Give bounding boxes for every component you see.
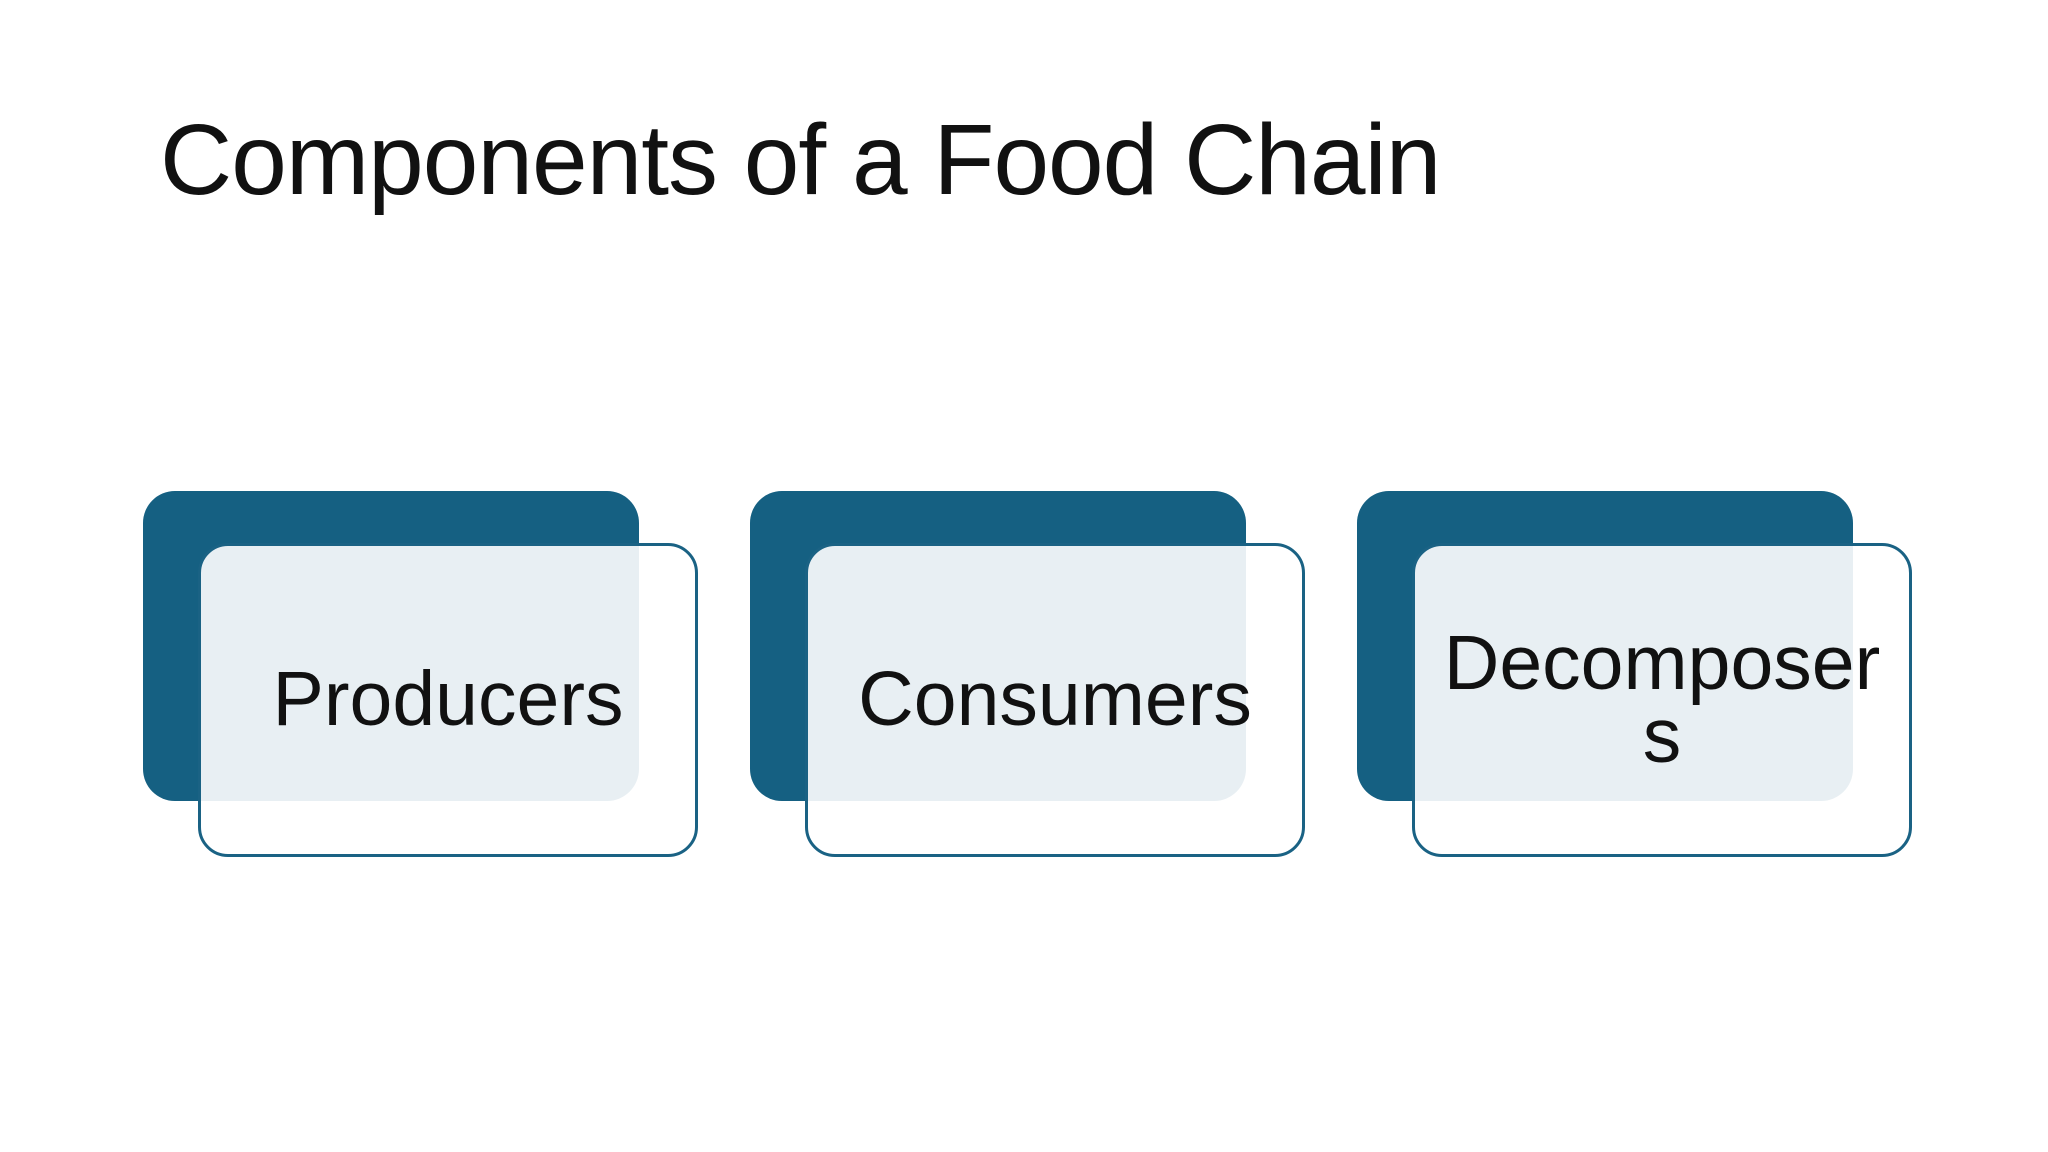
card-producers-front-shape: Producers <box>198 543 698 857</box>
slide-title: Components of a Food Chain <box>160 104 1441 216</box>
card-decomposers-label: Decomposers <box>1443 619 1881 779</box>
card-producers-label: Producers <box>272 656 624 743</box>
card-consumers-label: Consumers <box>858 656 1252 743</box>
card-decomposers: Decomposers <box>1357 491 1913 859</box>
card-decomposers-front-shape: Decomposers <box>1412 543 1912 857</box>
card-consumers-front-shape: Consumers <box>805 543 1305 857</box>
card-consumers: Consumers <box>750 491 1306 859</box>
card-producers: Producers <box>143 491 699 859</box>
